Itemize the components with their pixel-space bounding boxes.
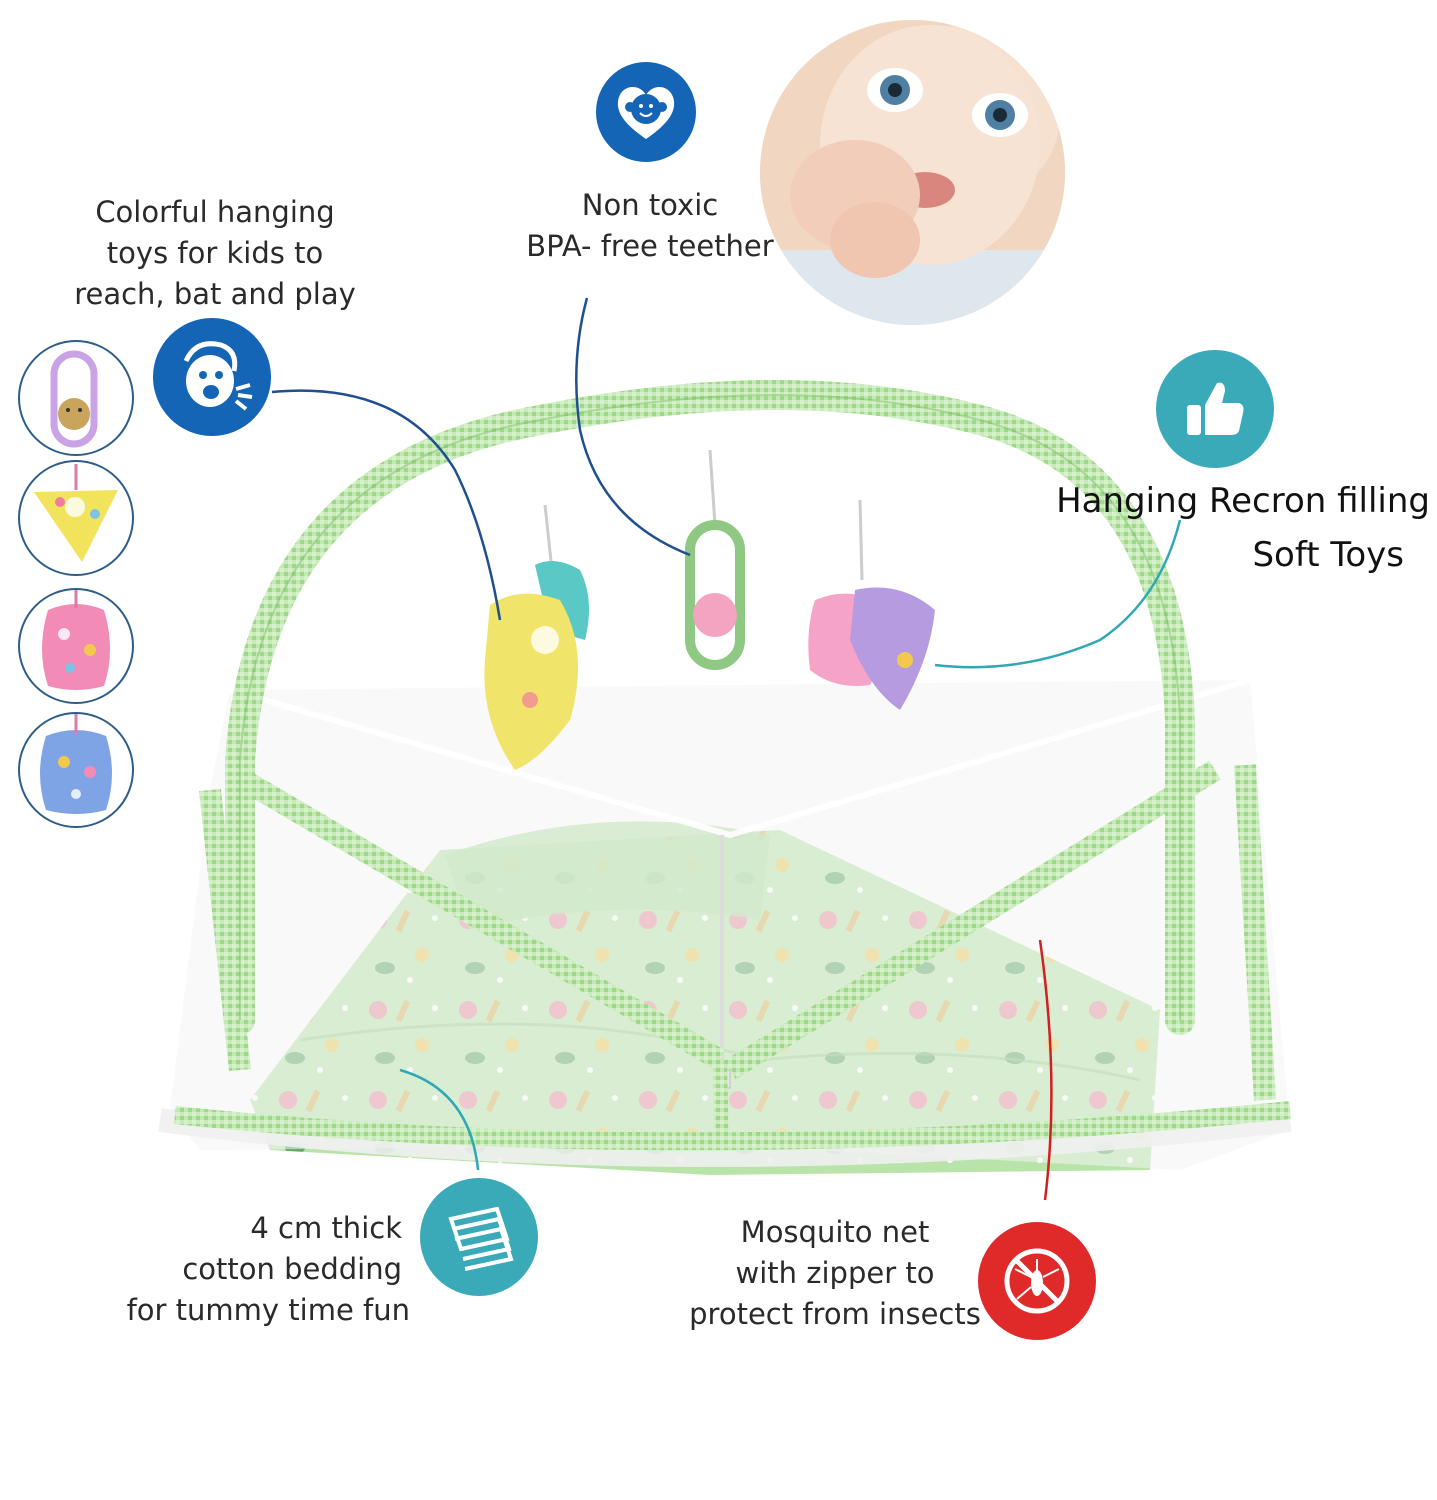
net-caption-line: Mosquito net xyxy=(740,1215,930,1249)
bedding-caption-line: 4 cm thick xyxy=(250,1211,402,1245)
teether-caption: Non toxic BPA- free teether xyxy=(520,185,780,267)
toys-caption-line: Colorful hanging xyxy=(95,195,335,229)
recron-caption-line: Soft Toys xyxy=(1252,535,1404,575)
teether-caption-line: Non toxic xyxy=(581,188,719,222)
ring-rattle-thumbnail xyxy=(18,340,134,456)
net-caption-line: protect from insects xyxy=(689,1297,981,1331)
bedding-caption-line: for tummy time fun xyxy=(126,1293,410,1327)
frame-bars xyxy=(174,760,1291,1151)
toys-caption-line: reach, bat and play xyxy=(74,277,356,311)
baby-heart-icon xyxy=(596,62,696,162)
net-caption: Mosquito net with zipper to protect from… xyxy=(685,1212,985,1335)
baby-photo xyxy=(760,20,1065,325)
bedding-caption-line: cotton bedding xyxy=(182,1252,402,1286)
net-caption-line: with zipper to xyxy=(735,1256,935,1290)
yellow-triangle-toy-thumbnail xyxy=(18,460,134,576)
layers-icon xyxy=(420,1178,538,1296)
toys-caption-line: toys for kids to xyxy=(106,236,324,270)
no-mosquito-icon xyxy=(978,1222,1096,1340)
teether-caption-line: BPA- free teether xyxy=(526,229,774,263)
pink-pouch-toy-thumbnail xyxy=(18,588,134,704)
blue-pouch-toy-thumbnail xyxy=(18,712,134,828)
thumbs-up-icon xyxy=(1156,350,1274,468)
toys-caption: Colorful hanging toys for kids to reach,… xyxy=(70,192,360,315)
kid-playing-icon xyxy=(153,318,271,436)
hanging-toys xyxy=(484,449,935,770)
bedding-caption: 4 cm thick cotton bedding for tummy time… xyxy=(120,1208,410,1331)
recron-caption-line: Hanging Recron filling xyxy=(1056,481,1430,521)
recron-caption: Hanging Recron filling Soft Toys xyxy=(1030,474,1430,582)
